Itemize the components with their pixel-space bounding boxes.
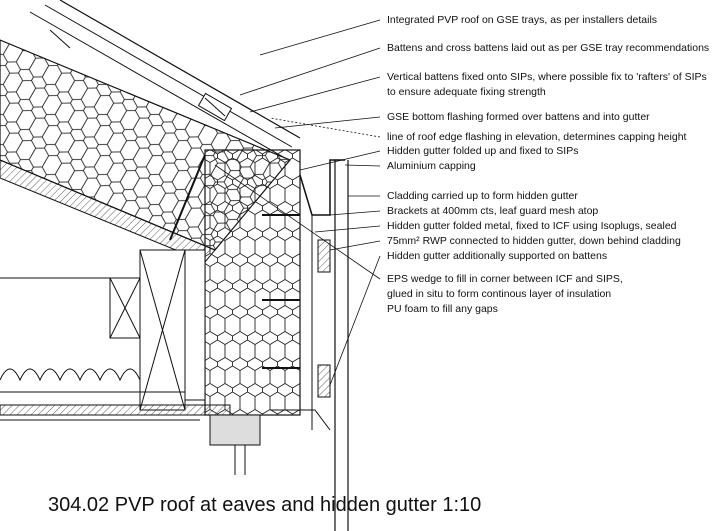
leader-lines bbox=[214, 19, 381, 386]
annotation-text: Integrated PVP roof on GSE trays, as per… bbox=[387, 14, 658, 26]
eaves-timber-and-floor bbox=[0, 154, 261, 475]
annotation-pvp-roof: Integrated PVP roof on GSE trays, as per… bbox=[387, 13, 657, 28]
annotation-gutter-metal: Hidden gutter folded metal, fixed to ICF… bbox=[387, 219, 677, 234]
annotation-gutter-folded: Hidden gutter folded up and fixed to SIP… bbox=[387, 144, 578, 159]
annotation-vertical-battens: Vertical battens fixed onto SIPs, where … bbox=[387, 70, 707, 100]
annotation-text: Hidden gutter additionally supported on … bbox=[387, 250, 608, 262]
drawing-title: 304.02 PVP roof at eaves and hidden gutt… bbox=[48, 494, 482, 516]
annotation-rwp: 75mm² RWP connected to hidden gutter, do… bbox=[387, 234, 681, 249]
annotation-text: glued in situ to form continous layer of… bbox=[387, 288, 612, 300]
annotation-text: GSE bottom flashing formed over battens … bbox=[387, 111, 650, 123]
annotation-text: to ensure adequate fixing strength bbox=[387, 86, 546, 98]
annotation-bottom-flashing: GSE bottom flashing formed over battens … bbox=[387, 110, 650, 125]
annotation-brackets: Brackets at 400mm cts, leaf guard mesh a… bbox=[387, 204, 598, 219]
annotation-text: EPS wedge to fill in corner between ICF … bbox=[387, 273, 623, 285]
annotation-cladding: Cladding carried up to form hidden gutte… bbox=[387, 189, 578, 204]
annotation-text: 75mm² RWP connected to hidden gutter, do… bbox=[387, 235, 681, 247]
annotation-text: line of roof edge flashing in elevation,… bbox=[387, 131, 687, 143]
annotation-gutter-support: Hidden gutter additionally supported on … bbox=[387, 249, 607, 264]
annotation-capping: Aluminium capping bbox=[387, 159, 476, 174]
annotation-eps-wedge: EPS wedge to fill in corner between ICF … bbox=[387, 272, 623, 317]
annotation-text: Vertical battens fixed onto SIPs, where … bbox=[387, 71, 707, 83]
annotation-battens: Battens and cross battens laid out as pe… bbox=[387, 41, 709, 56]
annotation-edge-flashing: line of roof edge flashing in elevation,… bbox=[387, 130, 686, 145]
annotation-text: Battens and cross battens laid out as pe… bbox=[387, 42, 710, 54]
annotation-text: Cladding carried up to form hidden gutte… bbox=[387, 190, 578, 202]
annotation-text: Hidden gutter folded up and fixed to SIP… bbox=[387, 145, 579, 157]
annotation-text: Brackets at 400mm cts, leaf guard mesh a… bbox=[387, 205, 599, 217]
annotation-text: Aluminium capping bbox=[387, 160, 476, 172]
icf-wall bbox=[184, 149, 301, 416]
annotation-text: Hidden gutter folded metal, fixed to ICF… bbox=[387, 220, 677, 232]
annotation-text: PU foam to fill any gaps bbox=[387, 303, 498, 315]
